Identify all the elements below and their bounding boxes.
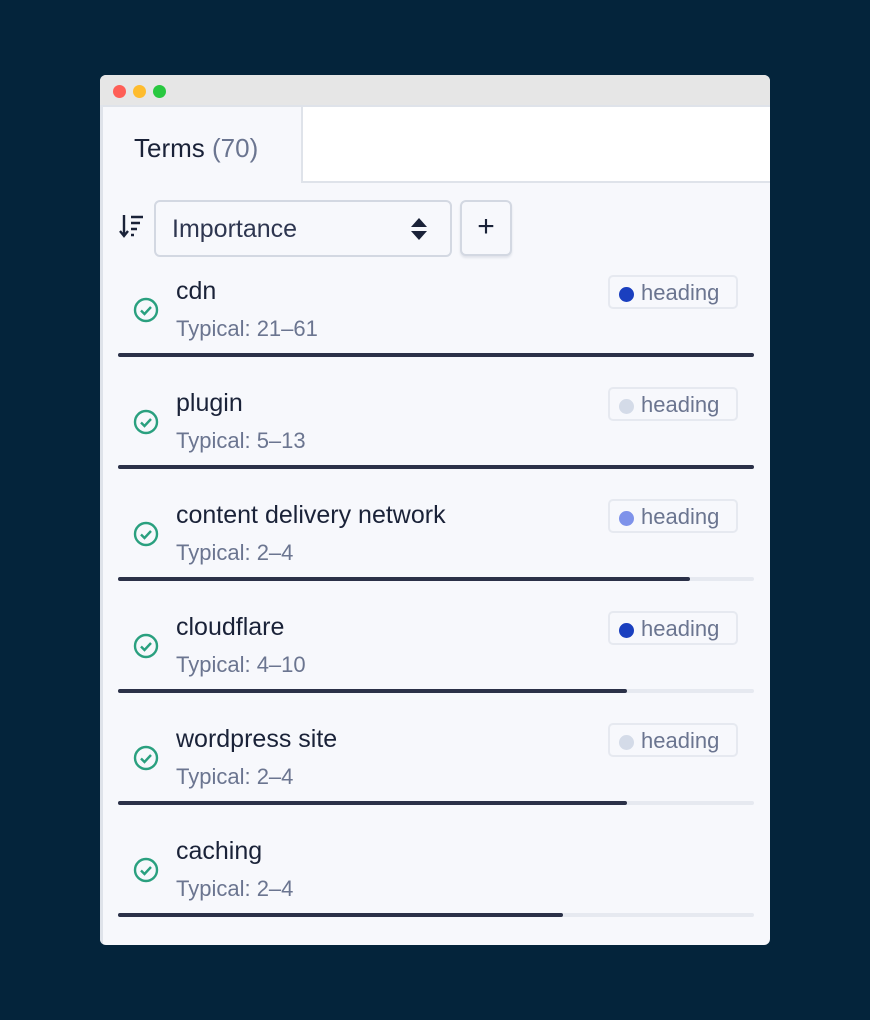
usage-progress-fill <box>118 353 754 357</box>
app-window: Terms (70) Importance + cdn Typical: 21–… <box>100 75 770 945</box>
select-arrows-icon <box>411 218 427 240</box>
check-circle-icon <box>133 745 159 771</box>
check-circle-icon <box>133 409 159 435</box>
term-typical-range: Typical: 4–10 <box>176 652 306 677</box>
sort-select-value: Importance <box>172 215 298 243</box>
badge-label: heading <box>641 280 720 305</box>
status-dot-icon <box>619 399 634 414</box>
badge-label: heading <box>641 728 720 753</box>
status-dot-icon <box>619 287 634 302</box>
badge-label: heading <box>641 392 720 417</box>
term-typical-range: Typical: 21–61 <box>176 316 318 341</box>
usage-progress-bar <box>118 465 754 469</box>
sort-select[interactable]: Importance <box>154 200 452 257</box>
term-row[interactable]: wordpress site Typical: 2–4 heading <box>103 716 770 828</box>
usage-progress-bar <box>118 577 754 581</box>
badge-label: heading <box>641 504 720 529</box>
term-row[interactable]: cdn Typical: 21–61 heading <box>103 268 770 380</box>
check-circle-icon <box>133 521 159 547</box>
tab-count: (70) <box>212 133 259 163</box>
tab-label: Terms <box>134 133 205 163</box>
term-row[interactable]: plugin Typical: 5–13 heading <box>103 380 770 492</box>
term-typical-range: Typical: 2–4 <box>176 876 294 901</box>
term-row[interactable]: caching Typical: 2–4 <box>103 828 770 940</box>
term-row[interactable]: cloudflare Typical: 4–10 heading <box>103 604 770 716</box>
sort-descending-icon[interactable] <box>119 213 147 239</box>
maximize-button[interactable] <box>153 85 166 98</box>
status-dot-icon <box>619 623 634 638</box>
add-term-button[interactable]: + <box>460 200 512 256</box>
term-typical-range: Typical: 2–4 <box>176 540 294 565</box>
status-dot-icon <box>619 511 634 526</box>
tab-terms[interactable]: Terms (70) <box>103 107 303 183</box>
terms-panel: Importance + cdn Typical: 21–61 heading … <box>100 183 770 945</box>
usage-progress-fill <box>118 913 564 917</box>
term-row[interactable]: content delivery network Typical: 2–4 he… <box>103 492 770 604</box>
heading-badge[interactable]: heading <box>608 387 738 421</box>
status-dot-icon <box>619 735 634 750</box>
term-typical-range: Typical: 2–4 <box>176 764 294 789</box>
term-name: plugin <box>176 389 243 417</box>
badge-label: heading <box>641 616 720 641</box>
term-name: cloudflare <box>176 613 285 641</box>
minimize-button[interactable] <box>133 85 146 98</box>
check-circle-icon <box>133 633 159 659</box>
heading-badge[interactable]: heading <box>608 611 738 645</box>
usage-progress-fill <box>118 465 754 469</box>
heading-badge[interactable]: heading <box>608 499 738 533</box>
usage-progress-bar <box>118 913 754 917</box>
tab-bar: Terms (70) <box>100 107 770 183</box>
usage-progress-fill <box>118 801 627 805</box>
close-button[interactable] <box>113 85 126 98</box>
term-name: wordpress site <box>176 725 338 753</box>
heading-badge[interactable]: heading <box>608 723 738 757</box>
usage-progress-fill <box>118 577 691 581</box>
check-circle-icon <box>133 297 159 323</box>
usage-progress-bar <box>118 689 754 693</box>
usage-progress-fill <box>118 689 627 693</box>
heading-badge[interactable]: heading <box>608 275 738 309</box>
term-name: caching <box>176 837 263 865</box>
title-bar <box>100 75 770 107</box>
check-circle-icon <box>133 857 159 883</box>
term-typical-range: Typical: 5–13 <box>176 428 306 453</box>
usage-progress-bar <box>118 353 754 357</box>
term-name: cdn <box>176 277 217 305</box>
term-name: content delivery network <box>176 501 446 529</box>
usage-progress-bar <box>118 801 754 805</box>
